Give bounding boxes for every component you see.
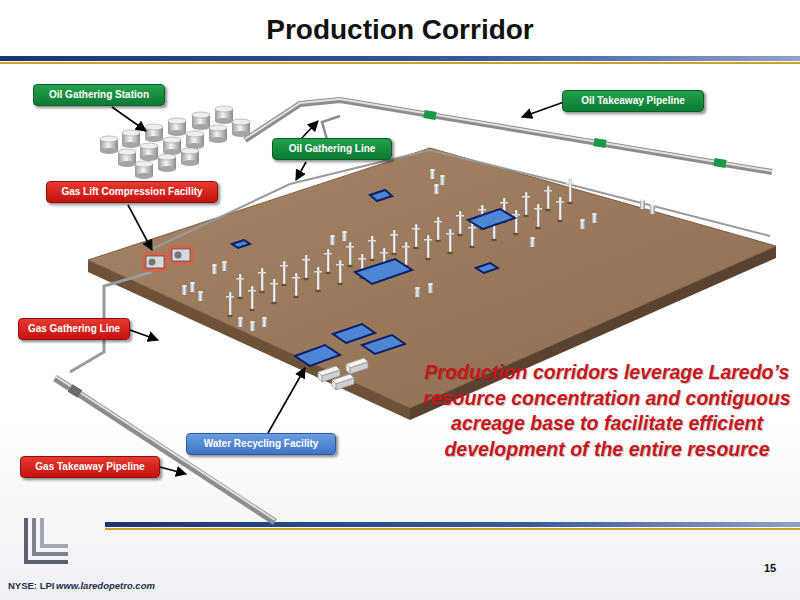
header-band [0,56,800,64]
callout-text: Oil Takeaway Pipeline [581,95,685,107]
equipment [182,169,655,331]
oil-gathering-line [150,116,770,250]
callout-box: Oil Gathering Station [33,84,165,106]
recycling-tanks [318,358,368,390]
callout-text: Gas Takeaway Pipeline [35,461,144,473]
footer-band [105,522,800,530]
well-rows [226,179,574,317]
callout-box: Gas Gathering Line [18,318,130,340]
callout-text: Gas Lift Compression Facility [61,186,202,198]
tank-farm [100,106,250,179]
key-message: Production corridors leverage Laredo’s r… [422,360,792,463]
water-ponds [232,190,515,366]
callout-box: Oil Gathering Line [272,138,392,160]
website: www.laredopetro.com [56,580,155,591]
page-number: 15 [764,562,776,574]
callout-box: Gas Takeaway Pipeline [20,456,160,478]
callout-text: Gas Gathering Line [28,323,120,335]
callout-text: Water Recycling Facility [204,438,319,450]
compressor-units [142,245,194,272]
ticker: NYSE: LPI [8,580,54,591]
callout-text: Oil Gathering Line [289,143,376,155]
callout-box: Oil Takeaway Pipeline [562,90,704,112]
slide-title: Production Corridor [0,14,800,46]
callout-box: Gas Lift Compression Facility [46,181,218,203]
callout-text: Oil Gathering Station [49,89,149,101]
company-logo [26,520,66,562]
callout-box: Water Recycling Facility [186,433,336,455]
